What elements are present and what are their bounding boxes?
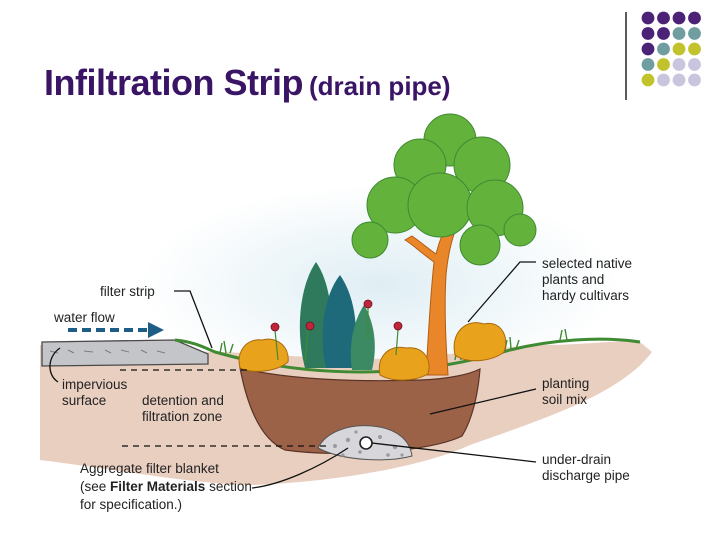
decor-dot xyxy=(657,11,670,25)
impervious-surface-slab xyxy=(41,339,209,367)
decor-dot xyxy=(641,11,655,25)
label-planting-line1: planting xyxy=(542,376,590,391)
title-sub: (drain pipe) xyxy=(308,71,451,101)
label-aggregate-bold: Filter Materials xyxy=(110,479,206,494)
leader-underdrain xyxy=(371,442,537,463)
decor-dot xyxy=(641,42,655,56)
decor-dot xyxy=(688,11,701,25)
tree-trunk xyxy=(403,214,461,376)
impervious-surface-texture xyxy=(49,349,166,354)
shrub-right xyxy=(453,322,507,362)
grass-line xyxy=(174,337,641,374)
decor-dot xyxy=(641,58,655,71)
label-native-line1: selected native xyxy=(542,256,633,271)
conifer-mid xyxy=(322,275,356,368)
title-divider-line xyxy=(625,12,627,100)
decor-dot xyxy=(657,27,670,40)
shrub-middle xyxy=(378,346,430,381)
flowers xyxy=(270,299,403,363)
decor-dot xyxy=(688,58,701,71)
label-detention-line2: filtration zone xyxy=(142,409,223,424)
decor-dot xyxy=(641,27,655,40)
label-detention-line1: detention and xyxy=(142,393,224,408)
label-impervious-line1: impervious xyxy=(62,377,128,392)
label-native-line3: hardy cultivars xyxy=(542,288,630,303)
decor-dot xyxy=(672,11,686,25)
leader-lines xyxy=(49,261,537,489)
decor-dot xyxy=(672,73,686,87)
decor-dot xyxy=(672,27,686,40)
leader-native xyxy=(467,261,536,323)
slide-title: Infiltration Strip(drain pipe) xyxy=(44,62,451,104)
label-aggregate-pre: (see xyxy=(80,479,111,494)
tree-canopy xyxy=(351,113,537,266)
decor-dot xyxy=(688,27,701,40)
label-aggregate-post: section xyxy=(205,479,252,494)
decor-dot xyxy=(657,73,670,87)
label-aggregate-line2: (see Filter Materials section xyxy=(80,479,252,495)
decor-dot xyxy=(688,73,701,87)
water-flow-arrow xyxy=(68,322,164,338)
label-underdrain-line1: under-drain xyxy=(542,452,612,467)
decor-dot xyxy=(688,42,701,56)
label-impervious-line2: surface xyxy=(62,393,107,408)
label-underdrain-line2: discharge pipe xyxy=(542,468,630,483)
leader-filter-strip xyxy=(174,290,213,349)
decor-dot xyxy=(657,42,670,56)
decor-dot xyxy=(641,73,655,87)
shrub-left xyxy=(238,338,289,372)
label-planting-line2: soil mix xyxy=(542,392,588,407)
label-aggregate-line1: Aggregate filter blanket xyxy=(80,461,219,476)
label-filter-strip: filter strip xyxy=(100,284,155,299)
decor-dot xyxy=(657,58,670,71)
label-aggregate-line3: for specification.) xyxy=(80,497,183,512)
decor-dot xyxy=(672,42,686,56)
leader-aggregate xyxy=(251,447,349,489)
leader-impervious xyxy=(49,347,61,383)
label-water-flow: water flow xyxy=(54,310,115,325)
conifer-small xyxy=(350,305,375,370)
under-drain-pipe xyxy=(359,436,373,450)
shrubs xyxy=(238,322,507,381)
title-main: Infiltration Strip xyxy=(44,62,303,103)
planting-soil-basin xyxy=(239,367,481,455)
decor-dot xyxy=(672,58,686,71)
label-native-line2: plants and xyxy=(542,272,605,287)
leader-planting xyxy=(429,388,537,415)
